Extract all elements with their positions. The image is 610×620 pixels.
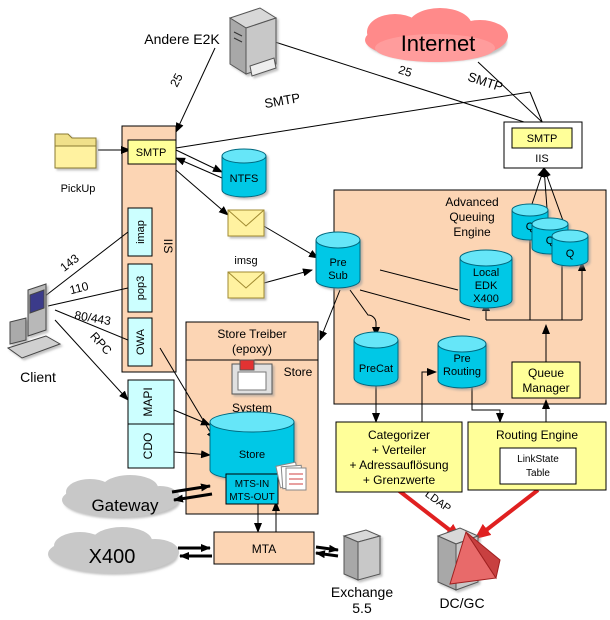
gateway-cloud-icon xyxy=(62,475,180,517)
ntfs-label: NTFS xyxy=(230,173,259,185)
rpc-label: RPC xyxy=(87,329,115,357)
mta-label: MTA xyxy=(252,542,276,556)
store-treiber-title: Store Treiber xyxy=(217,327,286,341)
dcgc-label: DC/GC xyxy=(439,595,484,611)
server-icon xyxy=(342,529,382,581)
andere-e2k-label: Andere E2K xyxy=(144,31,220,47)
mailbox-icon xyxy=(231,359,273,395)
internet-cloud-icon xyxy=(365,8,508,62)
folder-icon xyxy=(54,133,97,169)
pop3-label: pop3 xyxy=(135,276,147,300)
iis-smtp-label: SMTP xyxy=(136,147,167,159)
exchange-label-1: Exchange xyxy=(331,584,393,600)
categorizer-line2: + Verteiler xyxy=(372,443,426,457)
categorizer-line1: Categorizer xyxy=(368,428,430,442)
queue-q-label: Q xyxy=(566,248,575,260)
queue-q-label: Q xyxy=(526,221,535,233)
routing-engine-label: Routing Engine xyxy=(496,428,578,442)
computer-icon xyxy=(6,283,62,359)
local-line2: EDK xyxy=(475,280,498,292)
port-80-443-label: 80/443 xyxy=(73,308,112,328)
port-110-label: 110 xyxy=(68,279,90,297)
ldap-arrow-routing xyxy=(474,488,540,540)
categorizer-box xyxy=(335,421,463,493)
iis-smtp-box xyxy=(127,139,177,165)
ldap-arrow-categorizer xyxy=(396,488,462,540)
store-db-label: Store xyxy=(239,449,265,461)
pickup-label: PickUp xyxy=(61,183,96,195)
linkstate-line2: Table xyxy=(526,468,550,479)
local-line1: Local xyxy=(473,267,499,279)
smtp-iis-right-line1: SMTP xyxy=(527,133,558,145)
presub-line1: Pre xyxy=(329,257,346,269)
imsg-label: imsg xyxy=(234,255,257,267)
queue-manager-line2: Manager xyxy=(522,381,569,395)
local-edk-database-icon xyxy=(459,249,513,309)
linkstate-line1: LinkState xyxy=(517,454,559,465)
store-tag-label: Store xyxy=(284,365,313,379)
owa-box xyxy=(127,317,153,367)
aqe-title-3: Engine xyxy=(453,225,491,239)
queue-database-icon xyxy=(551,229,589,267)
smtp-iis-right-line2: IIS xyxy=(535,153,548,165)
presub-line2: Sub xyxy=(328,270,348,282)
client-label: Client xyxy=(20,369,56,385)
imap-box xyxy=(127,207,153,257)
mapi-label: MAPI xyxy=(141,387,155,416)
x400-cloud-label: X400 xyxy=(89,546,136,568)
gateway-label: Gateway xyxy=(91,496,159,515)
precat-label: PreCat xyxy=(359,363,393,375)
mta-box xyxy=(213,531,315,565)
envelope-icon xyxy=(227,271,265,299)
queue-q-label: Q xyxy=(546,235,555,247)
smtp-left-label: SMTP xyxy=(263,90,301,111)
store-database-icon xyxy=(209,411,295,481)
x400-cloud-icon xyxy=(48,527,179,573)
pop3-box xyxy=(127,263,153,313)
categorizer-line4: + Grenzwerte xyxy=(363,473,436,487)
prerouting-database-icon xyxy=(437,335,487,389)
queue-manager-box xyxy=(511,361,581,399)
ntfs-database-icon xyxy=(221,148,267,198)
cdo-label: CDO xyxy=(141,433,155,460)
mts-box xyxy=(225,473,279,505)
presub-database-icon xyxy=(315,231,361,289)
prerouting-line1: Pre xyxy=(453,353,470,365)
server-icon xyxy=(228,7,278,77)
system-mailbox-line1: System xyxy=(232,401,272,415)
internet-label: Internet xyxy=(401,31,476,56)
port-25-right-label: 25 xyxy=(397,62,414,80)
store-treiber-subtitle: (epoxy) xyxy=(232,342,272,356)
queue-manager-line1: Queue xyxy=(528,366,564,380)
aqe-title-2: Queuing xyxy=(449,210,494,224)
aqe-title-1: Advanced xyxy=(445,195,498,209)
imap-label: imap xyxy=(135,220,147,244)
mapi-box xyxy=(127,379,175,425)
pyramid-icon xyxy=(449,530,501,585)
document-stack-icon xyxy=(275,461,307,491)
mts-in-label: MTS-IN xyxy=(235,479,269,490)
cdo-box xyxy=(127,423,175,469)
smtp-right-label: SMTP xyxy=(466,69,505,94)
prerouting-line2: Routing xyxy=(443,366,481,378)
smtp-iis-inner-box xyxy=(511,127,573,149)
envelope-icon xyxy=(227,209,265,237)
exchange-label-2: 5.5 xyxy=(352,600,372,616)
categorizer-line3: + Adressauflösung xyxy=(349,458,448,472)
port-25-left-label: 25 xyxy=(167,71,186,90)
mts-out-label: MTS-OUT xyxy=(229,492,275,503)
local-line3: X400 xyxy=(473,293,499,305)
iis-label: IIS xyxy=(161,239,175,254)
linkstate-table-box xyxy=(499,447,577,485)
owa-label: OWA xyxy=(135,328,147,355)
connectors xyxy=(39,41,586,560)
precat-database-icon xyxy=(353,331,399,387)
